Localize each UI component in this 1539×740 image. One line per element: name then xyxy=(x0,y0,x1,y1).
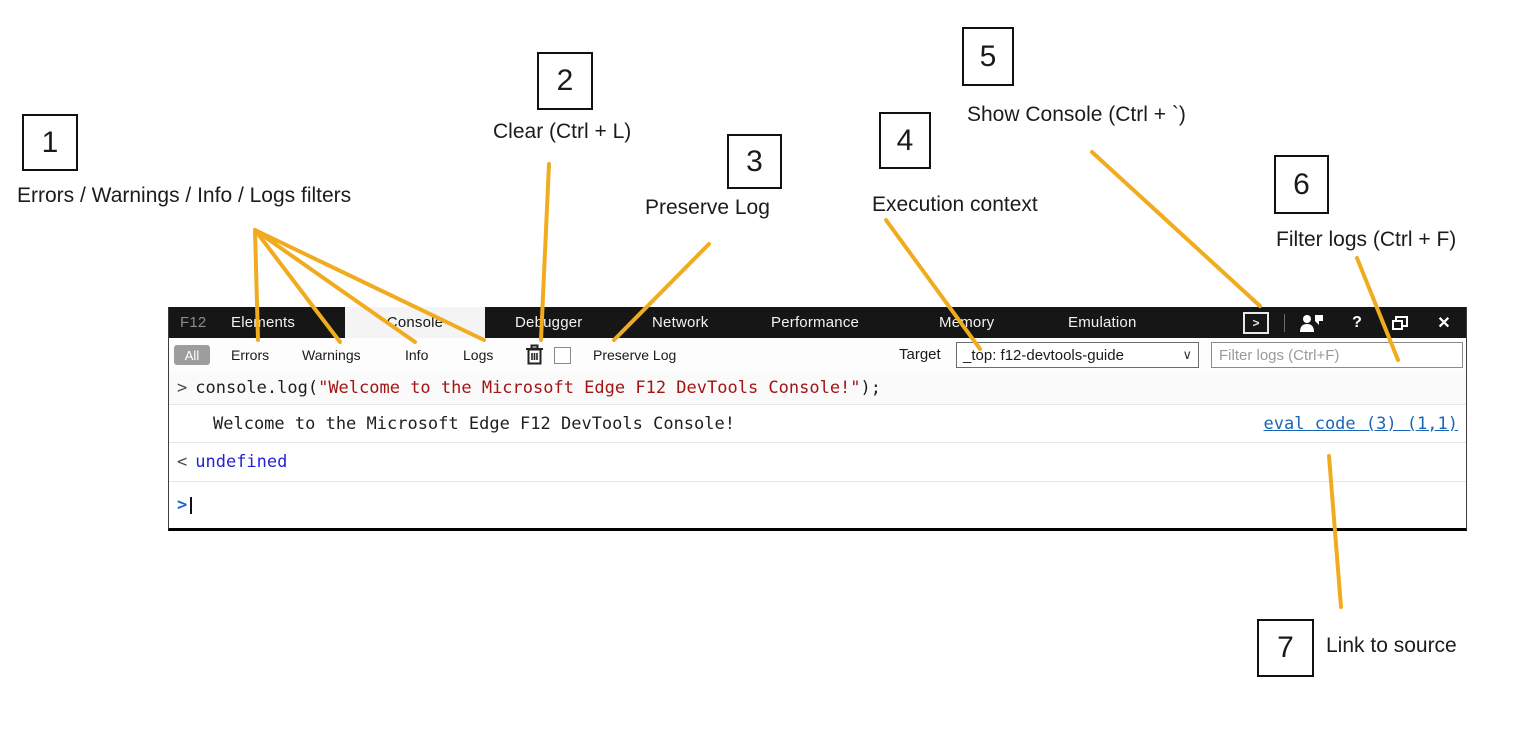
devtools-tab-bar: F12 Elements Console Debugger Network Pe… xyxy=(169,307,1466,338)
result-value: undefined xyxy=(195,452,288,472)
help-icon: ? xyxy=(1352,313,1362,331)
filter-logs-button[interactable]: Logs xyxy=(463,347,494,363)
callout-number-7: 7 xyxy=(1277,631,1294,664)
chevron-down-icon: ∨ xyxy=(1182,347,1192,362)
unpin-window-button[interactable] xyxy=(1387,307,1413,338)
callout-label-preserve-log: Preserve Log xyxy=(645,196,770,219)
console-prompt-row[interactable]: > xyxy=(169,482,1466,528)
console-command-row: > console.log("Welcome to the Microsoft … xyxy=(169,372,1466,405)
callout-number-3: 3 xyxy=(746,144,763,178)
tab-console[interactable]: Console xyxy=(345,307,485,338)
callout-number-4: 4 xyxy=(896,123,914,157)
command-string: "Welcome to the Microsoft Edge F12 DevTo… xyxy=(318,378,861,398)
tab-performance[interactable]: Performance xyxy=(771,314,860,331)
execution-context-value: _top: f12-devtools-guide xyxy=(963,346,1124,364)
callout-box-3: 3 xyxy=(727,134,782,189)
user-feedback-button[interactable] xyxy=(1295,307,1327,338)
target-label: Target xyxy=(899,346,941,363)
execution-context-dropdown[interactable]: _top: f12-devtools-guide ∨ xyxy=(956,342,1199,368)
callout-label-filter-logs: Filter logs (Ctrl + F) xyxy=(1276,228,1457,251)
text-caret xyxy=(190,496,193,514)
filter-logs-input[interactable] xyxy=(1211,342,1463,368)
preserve-log-label[interactable]: Preserve Log xyxy=(593,347,677,363)
callout-line-show-console xyxy=(1090,150,1262,308)
prompt-chevron: > xyxy=(177,495,188,515)
preserve-log-checkbox[interactable] xyxy=(554,347,571,364)
tab-memory[interactable]: Memory xyxy=(939,314,995,331)
titlebar-divider xyxy=(1279,307,1289,338)
show-console-button[interactable]: > xyxy=(1242,307,1270,338)
command-chevron: > xyxy=(177,378,188,398)
devtools-window: F12 Elements Console Debugger Network Pe… xyxy=(168,307,1467,531)
tab-debugger[interactable]: Debugger xyxy=(515,314,583,331)
source-link[interactable]: eval code (3) (1,1) xyxy=(1263,413,1458,434)
restore-window-icon xyxy=(1392,315,1408,330)
callout-label-show-console: Show Console (Ctrl + `) xyxy=(967,103,1186,126)
callout-number-6: 6 xyxy=(1293,167,1310,201)
console-toolbar: All Errors Warnings Info Logs Preserve L… xyxy=(169,338,1466,373)
callout-label-clear: Clear (Ctrl + L) xyxy=(493,120,632,143)
tab-emulation[interactable]: Emulation xyxy=(1068,314,1137,331)
show-console-icon: > xyxy=(1243,311,1269,334)
callout-box-2: 2 xyxy=(537,52,593,110)
filter-all-button[interactable]: All xyxy=(174,345,210,365)
callout-number-2: 2 xyxy=(556,64,574,97)
filter-info-button[interactable]: Info xyxy=(405,347,429,363)
close-button[interactable]: ✕ xyxy=(1431,307,1457,338)
command-code: console.log( xyxy=(195,378,319,398)
console-result-row: < undefined xyxy=(169,443,1466,482)
callout-number-5: 5 xyxy=(979,39,997,73)
tab-network[interactable]: Network xyxy=(652,314,709,331)
tab-f12: F12 xyxy=(180,314,207,331)
filter-warnings-button[interactable]: Warnings xyxy=(302,347,361,363)
callout-label-link-to-source: Link to source xyxy=(1326,634,1457,657)
callout-label-filters: Errors / Warnings / Info / Logs filters xyxy=(17,184,352,207)
close-icon: ✕ xyxy=(1437,314,1451,332)
clear-trash-icon[interactable] xyxy=(525,344,544,366)
tab-elements[interactable]: Elements xyxy=(231,314,296,331)
callout-box-7: 7 xyxy=(1257,619,1314,677)
help-button[interactable]: ? xyxy=(1347,307,1367,338)
log-output-text: Welcome to the Microsoft Edge F12 DevToo… xyxy=(213,413,735,434)
callout-number-1: 1 xyxy=(41,125,59,159)
console-log-row: Welcome to the Microsoft Edge F12 DevToo… xyxy=(169,405,1466,443)
callout-box-4: 4 xyxy=(879,112,931,169)
callout-box-5: 5 xyxy=(962,27,1014,86)
person-icon xyxy=(1300,314,1323,332)
callout-label-execution-context: Execution context xyxy=(872,193,1038,216)
callout-box-1: 1 xyxy=(22,114,78,171)
filter-errors-button[interactable]: Errors xyxy=(231,347,270,363)
result-chevron: < xyxy=(177,452,188,472)
callout-box-6: 6 xyxy=(1274,155,1329,214)
command-suffix: ); xyxy=(860,378,882,398)
